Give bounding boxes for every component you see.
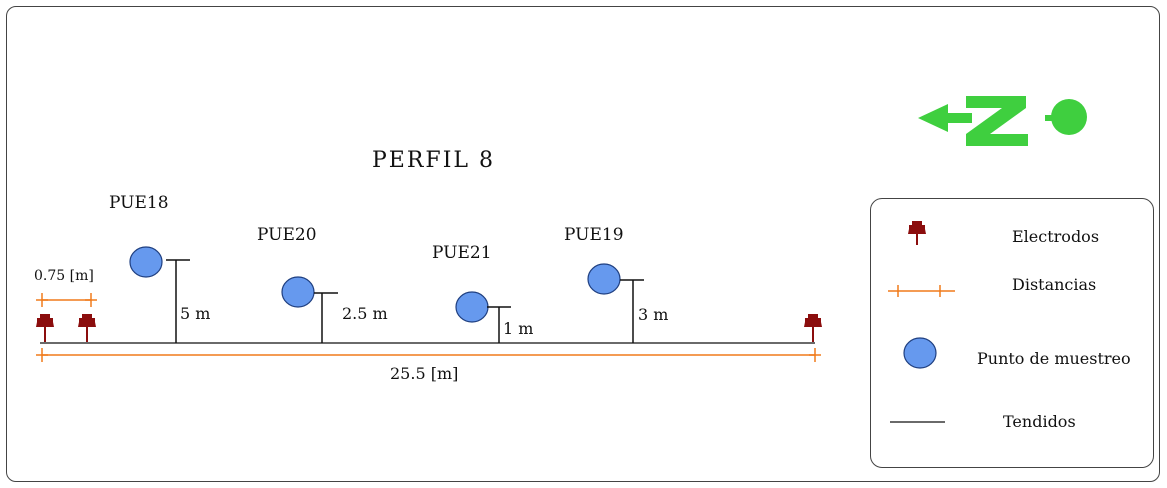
spacing-label: 0.75 [m] [34,268,94,284]
legend-distance-icon [888,285,955,297]
sampling-point [587,263,644,343]
sampling-point [281,276,338,343]
spacing-distance-line [36,293,97,307]
legend-point-icon [903,337,937,369]
north-arrow-icon [918,96,1087,146]
depth-label: 3 m [638,305,669,324]
sampling-point [455,291,511,343]
point-label: PUE20 [257,225,317,245]
legend-distances-label: Distancias [1012,275,1097,294]
depth-label: 1 m [503,319,534,338]
legend-box [870,198,1154,468]
point-label: PUE19 [564,225,624,245]
sampling-point [129,246,190,343]
depth-label: 5 m [180,304,211,323]
electrode-pushpin-icon [78,314,96,342]
point-label: PUE18 [109,193,169,213]
legend-point-label: Punto de muestreo [977,349,1131,368]
legend-electrodes-label: Electrodos [1012,227,1100,246]
total-length-label: 25.5 [m] [390,364,459,383]
diagram-frame [6,6,1160,482]
electrode-pushpin-icon [804,314,822,342]
electrode-pushpin-icon [36,314,54,342]
total-distance-line [36,348,821,362]
legend-electrode-icon [908,221,926,245]
depth-label: 2.5 m [342,304,388,323]
legend-lines-label: Tendidos [1003,412,1076,431]
point-label: PUE21 [432,243,492,263]
diagram-title: PERFIL 8 [372,148,495,173]
